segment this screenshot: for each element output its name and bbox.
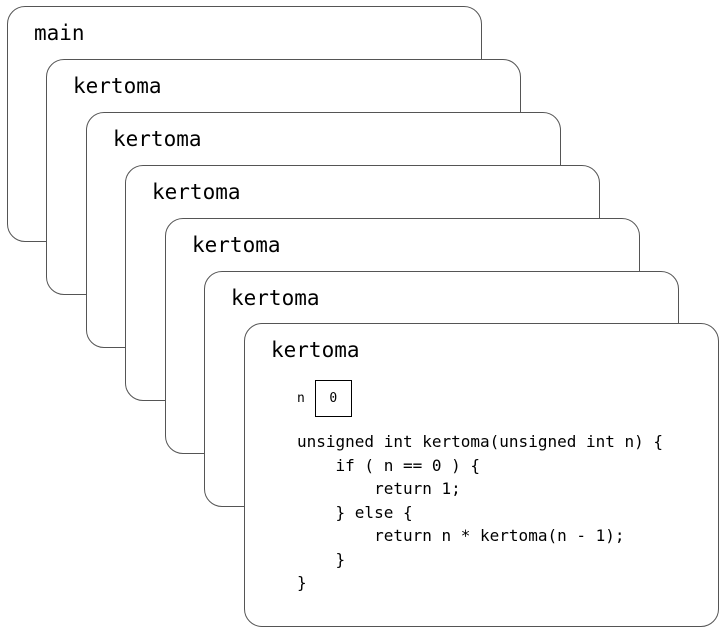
frame-title: kertoma (271, 338, 360, 362)
frame-title: kertoma (152, 180, 241, 204)
code-line: } else { (297, 502, 413, 522)
code-line: return n * kertoma(n - 1); (297, 526, 625, 545)
stack-frame-kertoma-active: kertoma n 0 unsigned int kertoma(unsigne… (244, 323, 719, 627)
code-line: } (297, 549, 346, 569)
frame-title: kertoma (192, 233, 281, 257)
code-line: unsigned int kertoma(unsigned int n) { (297, 432, 664, 451)
code-line: } (297, 573, 307, 592)
frame-title: kertoma (231, 286, 320, 310)
frame-title: kertoma (73, 74, 162, 98)
variable-value: 0 (329, 391, 338, 406)
frame-title: main (34, 21, 85, 45)
code-line: return 1; (297, 479, 461, 498)
frame-title: kertoma (113, 127, 202, 151)
variable-value-box: 0 (314, 380, 352, 417)
variable-name: n (297, 391, 305, 406)
code-line: if ( n == 0 ) { (297, 455, 481, 475)
code-block: unsigned int kertoma(unsigned int n) { i… (297, 430, 663, 595)
variable-row: n 0 (297, 380, 352, 417)
